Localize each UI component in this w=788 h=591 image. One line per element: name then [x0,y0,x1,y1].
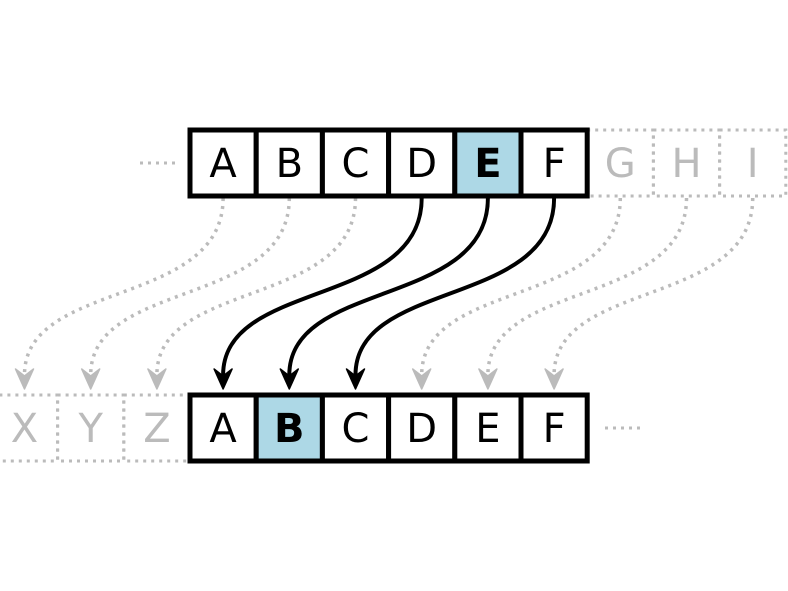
letter-label: H [671,141,701,187]
letter-cell-e: E [452,392,524,464]
letter-label: I [747,141,759,187]
letter-label: D [406,141,437,187]
arrowhead-icon [279,368,300,390]
letter-cell-h: H [651,128,722,198]
letter-label: B [276,141,303,187]
letter-cell-c: C [319,392,392,464]
letter-label: B [274,406,305,452]
letter-cell-b: B [253,127,325,199]
shift-arrow-faded [478,197,689,390]
letter-label: A [209,406,237,452]
arrowhead-icon [14,368,35,390]
letter-label: X [11,406,38,452]
arrowhead-icon [478,368,498,390]
shift-arrow-faded [80,197,292,390]
letter-label: G [605,141,636,187]
arrowhead-icon [411,368,432,390]
letter-label: Z [143,406,170,452]
letter-label: C [342,406,370,452]
letter-cell-f: F [518,127,590,199]
shift-arrows [14,197,755,390]
letter-cell-i: I [718,128,788,198]
letter-cell-g: G [585,128,655,198]
letter-label: E [474,141,501,187]
letter-cell-b: B [253,392,325,464]
letter-cell-z: Z [122,393,192,463]
arrowhead-icon [213,368,233,390]
letter-label: D [406,406,437,452]
arrowhead-icon [80,368,101,390]
letter-label: A [209,141,237,187]
letter-cell-d: D [386,392,458,464]
letter-label: Y [77,406,103,452]
letter-label: E [475,406,500,452]
arrowhead-icon [544,368,564,390]
letter-cell-y: Y [56,393,126,463]
letter-cell-a: A [187,127,259,199]
shift-arrow [345,197,557,390]
letter-cell-x: X [0,393,60,463]
shift-arrow [213,197,424,390]
arrowhead-icon [345,368,366,390]
letter-label: C [342,141,370,187]
letter-label: F [543,406,566,452]
letter-cell-c: C [319,127,392,199]
arrowhead-icon [147,368,167,390]
letter-cell-a: A [187,392,259,464]
shift-arrow-faded [544,197,755,390]
shift-arrow-faded [411,197,623,390]
letter-label: F [543,141,566,187]
shift-arrow-faded [147,197,358,390]
shift-arrow-faded [14,197,225,390]
letter-cell-e: E [452,127,524,199]
shift-arrow [279,197,490,390]
letter-cell-f: F [518,392,590,464]
letter-cell-d: D [386,127,458,199]
